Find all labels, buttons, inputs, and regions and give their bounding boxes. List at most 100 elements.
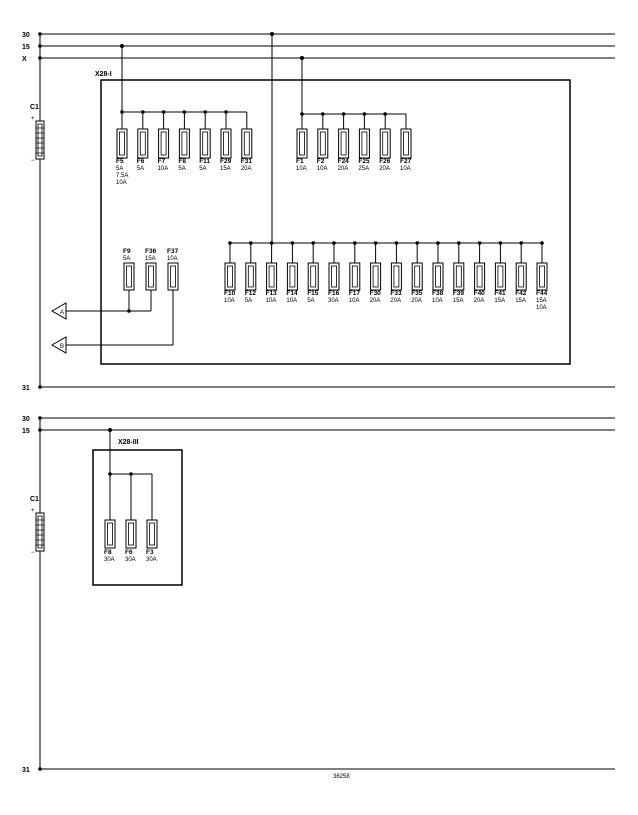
fuse-junction (477, 241, 482, 245)
fuse-name: F16 (328, 290, 340, 297)
fuse-symbol (116, 128, 128, 159)
fuse-junction (540, 241, 544, 245)
fuse-element (539, 265, 545, 288)
fuse-junction (269, 241, 274, 245)
fuse-junction (290, 241, 295, 245)
fuse-junction (341, 112, 346, 116)
fuse-name: F38 (432, 290, 444, 297)
bus-label-30-bottom: 30 (22, 416, 30, 423)
fuse-rating: 5A (123, 256, 130, 262)
junction-x (300, 56, 304, 60)
fuse-element (181, 131, 188, 156)
fuse-element (148, 265, 154, 288)
bus-label-15: 15 (22, 44, 30, 51)
fuse-name: F36 (145, 248, 157, 255)
fuse-box-x28-iii-label: X28-III (118, 439, 139, 446)
fuse-element (223, 131, 229, 156)
fuse-element (126, 265, 132, 288)
bus-label-x: X (22, 56, 27, 63)
fuse-name: F6 (125, 549, 133, 556)
fuse-rating: 15A (145, 256, 156, 262)
junction-30 (270, 32, 274, 36)
fuse-junction (457, 241, 461, 245)
fuse-symbol (370, 262, 382, 291)
fuse-name: F1 (296, 158, 304, 165)
fuse-name: F7 (158, 158, 166, 165)
fuse-rating: 5A (137, 166, 144, 172)
fuse-symbol (158, 128, 170, 159)
fuse-rating: 10A (432, 298, 443, 304)
bus-label-31-bottom: 31 (22, 767, 30, 774)
fuse-rating: 20A (390, 298, 401, 304)
junction-15-bottom (108, 428, 112, 432)
fuse-symbol (146, 519, 158, 549)
fuse-symbol (536, 262, 548, 291)
fuse-junction (353, 241, 357, 245)
fuse-junction (519, 241, 523, 245)
fuse-rating: 10A (317, 166, 328, 172)
fuse-element (403, 131, 409, 156)
fuse-element (476, 265, 483, 288)
fuse-junction (415, 241, 420, 245)
fuse-name: F11 (199, 158, 210, 165)
fuse-rating: 15A (536, 298, 547, 304)
fuse-box-x28-i-label: X28-I (95, 71, 112, 78)
fuse-symbol (125, 519, 137, 549)
fuse-symbol (494, 262, 506, 291)
fuse-rating: 10A (116, 180, 127, 186)
fuse-junction (108, 472, 112, 476)
battery-minus-bottom: − (31, 550, 35, 556)
fuse-junction (311, 241, 316, 245)
fuse-symbol (317, 128, 329, 159)
fuse-name: F2 (317, 158, 325, 165)
fuse-name: F40 (474, 290, 486, 297)
fuse-element (139, 131, 146, 156)
fuse-rating: 10A (349, 298, 360, 304)
connector-a (50, 302, 129, 320)
fuse-symbol (167, 262, 179, 291)
fuse-name: F15 (307, 290, 319, 297)
fuse-symbol (224, 262, 236, 291)
fuse-junction (249, 241, 253, 245)
fuse-name: F8 (104, 549, 112, 556)
fuse-rating: 20A (338, 166, 349, 172)
fuse-rating: 10A (158, 166, 169, 172)
fuse-element (372, 265, 379, 288)
fuse-name: F14 (286, 290, 298, 297)
fuse-element (128, 522, 134, 546)
fuse-symbol (358, 128, 370, 159)
fuse-junction (394, 241, 399, 245)
fuse-element (243, 131, 250, 156)
fuse-rating: 15A (220, 166, 231, 172)
fuse-junction (436, 241, 440, 245)
fuse-name: F25 (358, 158, 370, 165)
fuse-name: F12 (245, 290, 257, 297)
fuse-element (119, 131, 125, 156)
fuse-symbol (296, 128, 308, 159)
fuse-rating: 30A (328, 298, 339, 304)
fuse-name: F10 (224, 290, 236, 297)
fuse-symbol (241, 128, 253, 159)
fuse-junction (321, 112, 325, 116)
battery-c1-top (35, 34, 45, 387)
fuse-name: F42 (515, 290, 527, 297)
bus-lines-bottom (40, 417, 615, 770)
fuse-rating: 5A (178, 166, 185, 172)
fuse-box-x28-i (100, 79, 571, 365)
fuse-rating: 10A (296, 166, 307, 172)
fuse-rating: 5A (307, 298, 314, 304)
fuse-group-15: F55A7.5A10AF65AF710AF85AF115AF2915AF3120… (116, 110, 252, 186)
fuse-element (289, 265, 296, 288)
fuse-rating: 5A (245, 298, 252, 304)
fuse-symbol (178, 128, 190, 159)
fuse-symbol (349, 262, 361, 291)
fuse-junction (373, 241, 378, 245)
fuse-rating: 7.5A (116, 173, 128, 179)
fuse-rating: 10A (286, 298, 297, 304)
fuse-symbol (400, 128, 412, 159)
fuse-name: F24 (338, 158, 350, 165)
fuse-box-x28-iii (92, 449, 183, 586)
fuse-name: F17 (349, 290, 361, 297)
fuse-name: F13 (266, 290, 278, 297)
